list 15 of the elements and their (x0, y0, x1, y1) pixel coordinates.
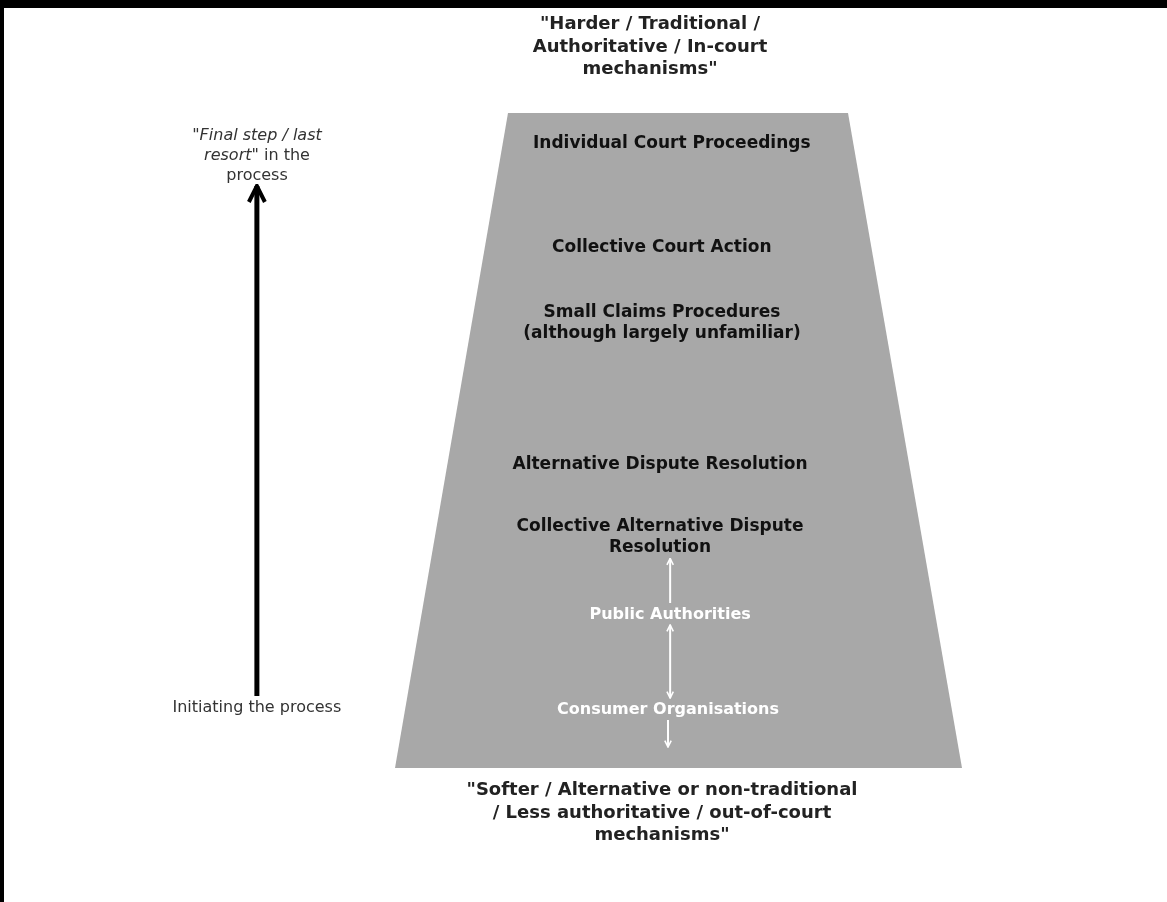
level-label: Consumer Organisations (557, 699, 779, 719)
level-label: Collective Alternative Dispute Resolution (490, 515, 830, 558)
process-label: Initiating the process (172, 697, 342, 717)
mechanism-caption: "Softer / Alternative or non-traditional / Less authoritative / out-of-court mechanisms" (465, 778, 859, 846)
arrow (664, 719, 672, 748)
level-label: Alternative Dispute Resolution (512, 453, 808, 475)
process-label: "Final step / last resort" in the process (174, 125, 340, 185)
level-label: Public Authorities (589, 604, 751, 624)
level-label: Small Claims Procedures (although largely unfamiliar) (452, 301, 872, 344)
arrow (666, 624, 675, 699)
arrow (246, 184, 267, 696)
mechanism-caption: "Harder / Traditional / Authoritative / In-court mechanisms" (531, 12, 769, 80)
level-label: Individual Court Proceedings (533, 132, 811, 154)
level-label: Collective Court Action (552, 236, 772, 258)
arrow (666, 557, 675, 604)
